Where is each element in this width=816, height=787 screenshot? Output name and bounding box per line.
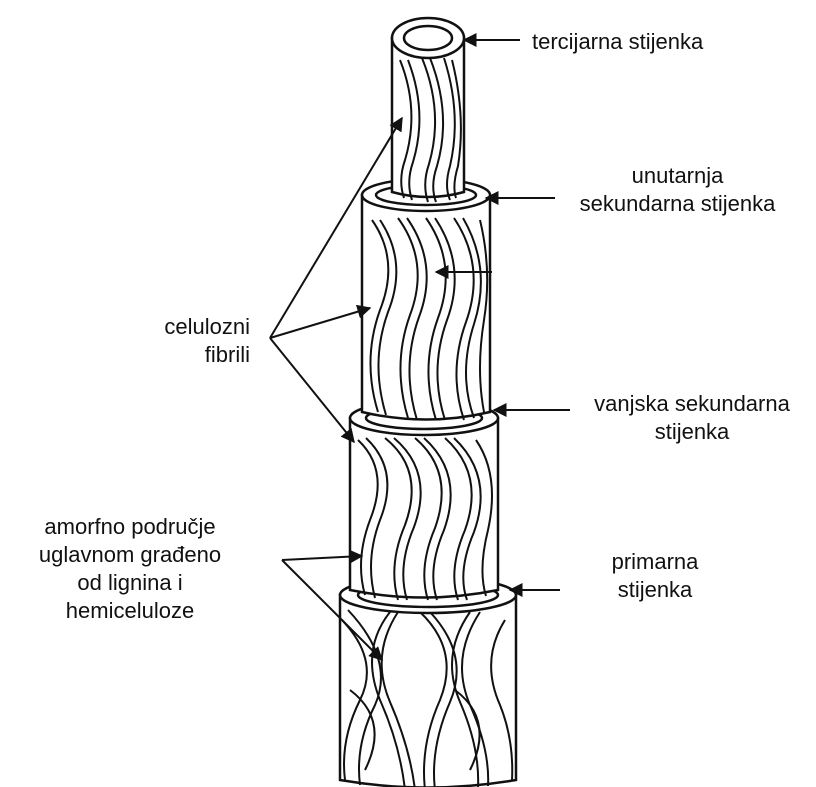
label-tertiary-wall: tercijarna stijenka <box>532 28 703 56</box>
label-outer-secondary-line-1: vanjska sekundarna <box>572 390 812 418</box>
label-inner-secondary-wall: unutarnja sekundarna stijenka <box>555 162 800 218</box>
label-tertiary-text: tercijarna stijenka <box>532 28 703 56</box>
label-cellulose-line-2: fibrili <box>120 341 250 369</box>
inner-secondary-wall-cylinder <box>362 179 490 420</box>
label-amorphous-line-4: hemiceluloze <box>5 597 255 625</box>
label-outer-secondary-wall: vanjska sekundarna stijenka <box>572 390 812 446</box>
label-outer-secondary-line-2: stijenka <box>572 418 812 446</box>
outer-secondary-wall-cylinder <box>350 401 498 600</box>
label-amorphous-region: amorfno područje uglavnom građeno od lig… <box>5 513 255 625</box>
cellulose-arrow-3 <box>270 338 354 442</box>
label-primary-wall: primarna stijenka <box>580 548 730 604</box>
label-inner-secondary-line-1: unutarnja <box>555 162 800 190</box>
label-cellulose-line-1: celulozni <box>120 313 250 341</box>
label-amorphous-line-2: uglavnom građeno <box>5 541 255 569</box>
label-inner-secondary-line-2: sekundarna stijenka <box>555 190 800 218</box>
tertiary-wall-tube <box>392 18 464 202</box>
label-cellulose-fibrils: celulozni fibrili <box>120 313 250 369</box>
primary-wall-cylinder <box>340 577 516 787</box>
label-primary-line-1: primarna <box>580 548 730 576</box>
label-amorphous-line-1: amorfno područje <box>5 513 255 541</box>
label-primary-line-2: stijenka <box>580 576 730 604</box>
label-amorphous-line-3: od lignina i <box>5 569 255 597</box>
